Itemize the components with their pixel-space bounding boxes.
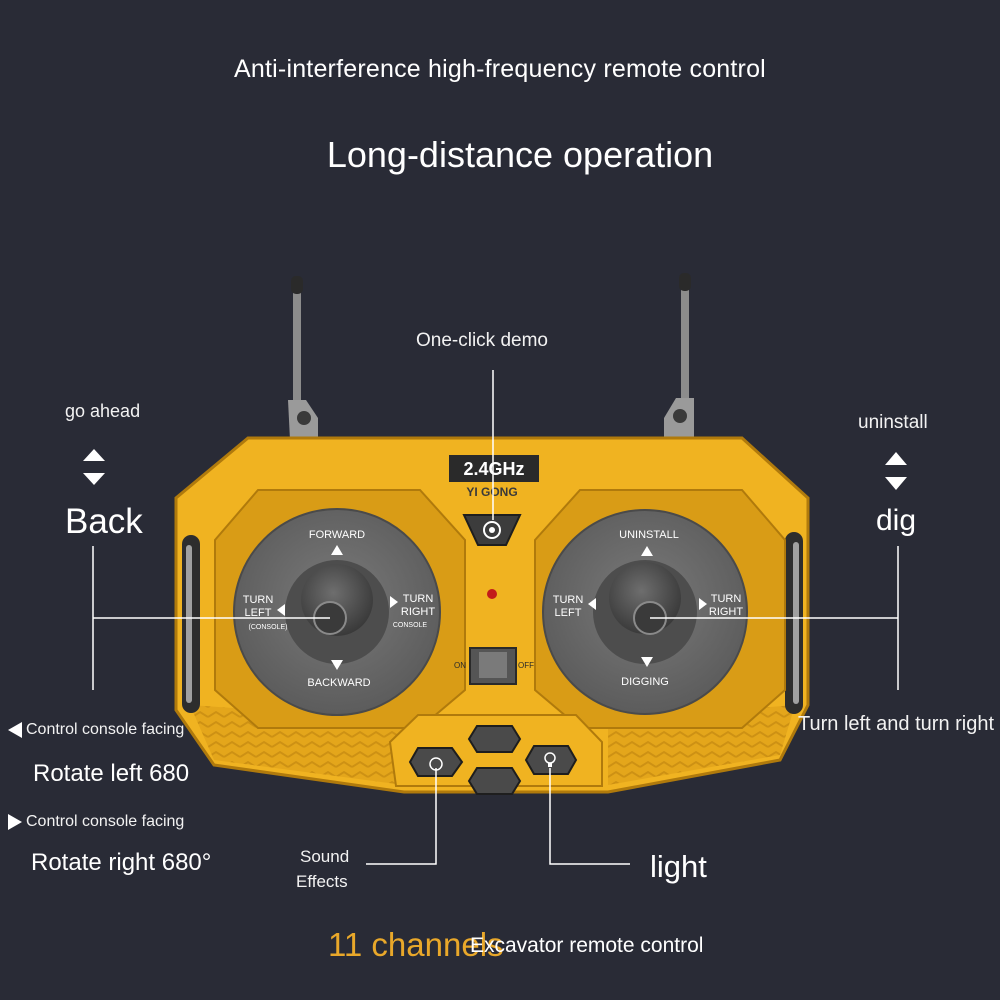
product-label: Excavator remote control [470, 934, 704, 957]
console-right-caption: Control console facing [26, 813, 185, 830]
right-digging-label: DIGGING [621, 676, 669, 688]
left-forward-label: FORWARD [309, 529, 365, 541]
right-left-arrow-icon [588, 598, 596, 610]
right-uninstall-label: UNINSTALL [619, 529, 679, 541]
right-up-arrow-icon [641, 546, 653, 556]
go-ahead-callout: go ahead [65, 401, 141, 421]
light-button[interactable] [524, 745, 578, 775]
headline: Anti-interference high-frequency remote … [234, 55, 766, 83]
left-up-arrow-icon [331, 545, 343, 555]
power-led [487, 589, 497, 599]
right-turn-right-label-1: TURN [711, 593, 742, 605]
bottom-center-button[interactable] [467, 767, 522, 795]
rotate-right-callout: Rotate right 680° [31, 849, 212, 876]
rotate-left-arrow-icon [8, 722, 22, 738]
channels-label: 11 channels [328, 926, 504, 963]
uninstall-callout: uninstall [858, 412, 928, 433]
back-callout: Back [65, 502, 143, 541]
left-left-arrow-icon [277, 604, 285, 616]
page-title: Long-distance operation [326, 134, 714, 175]
brand-label: YI GONG [466, 485, 517, 499]
left-turn-right-sub: CONSOLE [393, 622, 428, 629]
right-antenna [664, 273, 694, 440]
rotate-right-arrow-icon [8, 814, 22, 830]
gear-icon [483, 521, 501, 539]
rotate-left-callout: Rotate left 680 [33, 760, 190, 787]
dig-callout: dig [876, 504, 917, 537]
top-center-button[interactable] [467, 725, 522, 753]
left-backward-label: BACKWARD [307, 677, 370, 689]
sound-callout-1: Sound [300, 847, 350, 866]
left-turn-right-label-1: TURN [403, 593, 434, 605]
back-down-icon [83, 473, 105, 485]
left-turn-right-label-2: RIGHT [401, 606, 436, 618]
uninstall-up-icon [885, 452, 907, 465]
right-right-arrow-icon [699, 598, 707, 610]
callout-lines [92, 370, 899, 865]
sound-callout-2: Effects [296, 872, 348, 891]
left-down-arrow-icon [331, 660, 343, 670]
sound-button[interactable] [408, 747, 464, 777]
left-turn-left-label-2: LEFT [245, 607, 272, 619]
left-turn-left-sub: (CONSOLE) [249, 624, 288, 631]
right-down-arrow-icon [641, 657, 653, 667]
left-right-arrow-icon [390, 596, 398, 608]
right-turn-left-label-1: TURN [553, 594, 584, 606]
console-left-caption: Control console facing [26, 721, 185, 738]
go-ahead-up-icon [83, 449, 105, 461]
demo-callout: One-click demo [416, 330, 548, 351]
left-antenna [288, 276, 318, 440]
switch-on-label: ON [454, 661, 466, 670]
right-turn-left-label-2: LEFT [555, 607, 582, 619]
turn-callout: Turn left and turn right [798, 713, 995, 735]
frequency-badge [449, 455, 539, 482]
light-callout: light [650, 849, 707, 884]
switch-off-label: OFF [518, 661, 534, 670]
dig-down-icon [885, 477, 907, 490]
right-turn-right-label-2: RIGHT [709, 606, 744, 618]
left-turn-left-label-1: TURN [243, 594, 274, 606]
frequency-label: 2.4GHz [463, 459, 524, 479]
